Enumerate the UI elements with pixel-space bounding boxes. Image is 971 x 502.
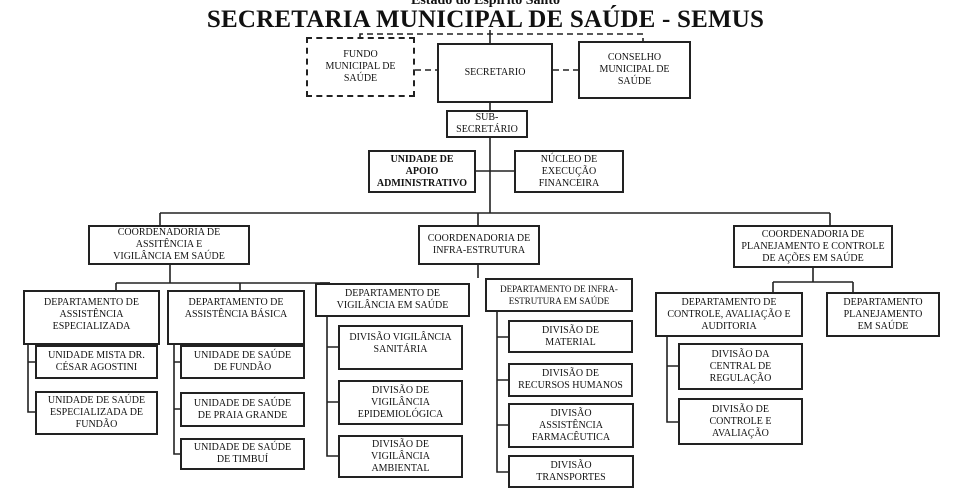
us-praia-grande-box: UNIDADE DE SAÚDE DE PRAIA GRANDE	[180, 392, 305, 427]
div-regulacao-box: DIVISÃO DA CENTRAL DE REGULAÇÃO	[678, 343, 803, 390]
dep-especializada-box: DEPARTAMENTO DE ASSISTÊNCIA ESPECIALIZAD…	[23, 290, 160, 345]
unidade-apoio-box: UNIDADE DE APOIO ADMINISTRATIVO	[368, 150, 476, 193]
div-ambiental-box: DIVISÃO DE VIGILÂNCIA AMBIENTAL	[338, 435, 463, 478]
div-farmaceutica-box: DIVISÃO ASSISTÊNCIA FARMACÊUTICA	[508, 403, 634, 448]
div-rh-box: DIVISÃO DE RECURSOS HUMANOS	[508, 363, 633, 397]
div-transportes-box: DIVISÃO TRANSPORTES	[508, 455, 634, 488]
conselho-municipal-box: CONSELHO MUNICIPAL DE SAÚDE	[578, 41, 691, 99]
us-timbui-box: UNIDADE DE SAÚDE DE TIMBUÍ	[180, 438, 305, 470]
dep-vigilancia-box: DEPARTAMENTO DE VIGILÂNCIA EM SAÚDE	[315, 283, 470, 317]
us-fundao-box: UNIDADE DE SAÚDE DE FUNDÃO	[180, 345, 305, 379]
nucleo-execucao-box: NÚCLEO DE EXECUÇÃO FINANCEIRA	[514, 150, 624, 193]
div-controle-avaliacao-box: DIVISÃO DE CONTROLE E AVALIAÇÃO	[678, 398, 803, 445]
fundo-municipal-box: FUNDO MUNICIPAL DE SAÚDE	[306, 37, 415, 97]
sub-secretario-box: SUB-SECRETÁRIO	[446, 110, 528, 138]
dep-planejamento-box: DEPARTAMENTO PLANEJAMENTO EM SAÚDE	[826, 292, 940, 337]
secretario-box: SECRETARIO	[437, 43, 553, 103]
coord-assistencia-box: COORDENADORIA DE ASSITÊNCIA E VIGILÂNCIA…	[88, 225, 250, 265]
dep-controle-box: DEPARTAMENTO DE CONTROLE, AVALIAÇÃO E AU…	[655, 292, 803, 337]
dep-basica-box: DEPARTAMENTO DE ASSISTÊNCIA BÁSICA	[167, 290, 305, 345]
coord-planejamento-box: COORDENADORIA DE PLANEJAMENTO E CONTROLE…	[733, 225, 893, 268]
div-material-box: DIVISÃO DE MATERIAL	[508, 320, 633, 353]
dep-infra-box: DEPARTAMENTO DE INFRA- ESTRUTURA EM SAÚD…	[485, 278, 633, 312]
page-title: SECRETARIA MUNICIPAL DE SAÚDE - SEMUS	[206, 6, 765, 33]
state-subtitle: Estado do Espírito Santo	[411, 0, 560, 8]
div-epidemiologica-box: DIVISÃO DE VIGILÂNCIA EPIDEMIOLÓGICA	[338, 380, 463, 425]
unidade-mista-box: UNIDADE MISTA DR. CÉSAR AGOSTINI	[35, 345, 158, 379]
div-sanitaria-box: DIVISÃO VIGILÂNCIA SANITÁRIA	[338, 325, 463, 370]
coord-infra-box: COORDENADORIA DE INFRA-ESTRUTURA	[418, 225, 540, 265]
unidade-especializada-box: UNIDADE DE SAÚDE ESPECIALIZADA DE FUNDÃO	[35, 391, 158, 435]
